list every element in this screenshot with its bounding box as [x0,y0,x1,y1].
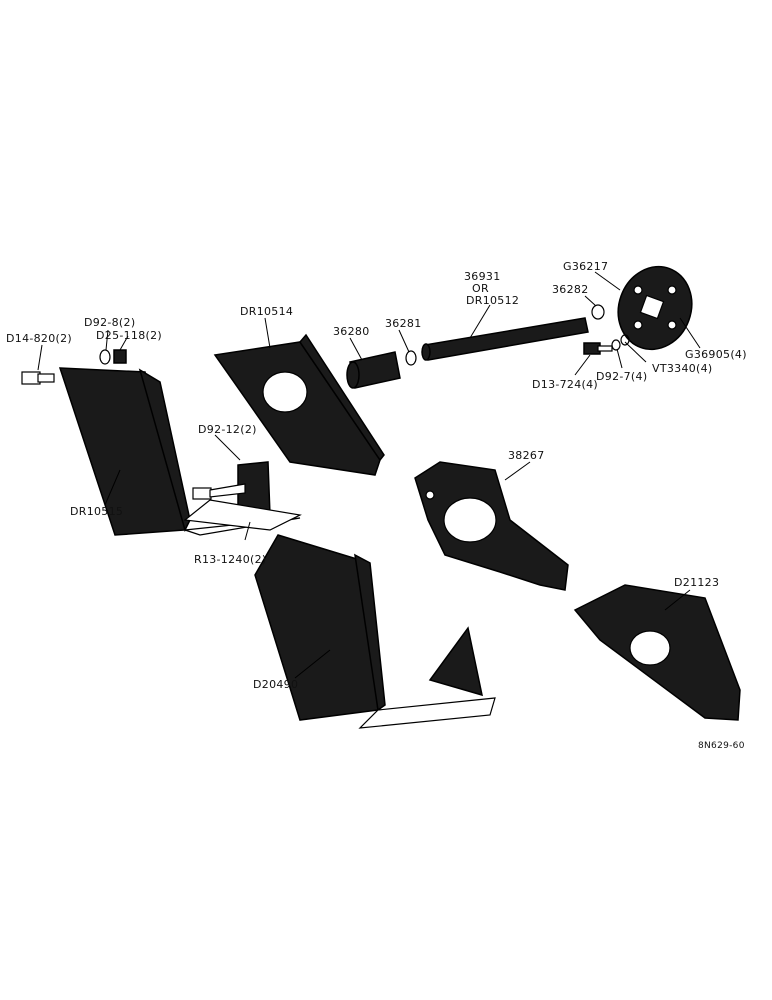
label-or: OR [472,282,489,295]
label-36281: 36281 [385,317,422,330]
label-36931: 36931 [464,270,501,283]
lockwasher-vt3340 [620,334,630,346]
bracket-d20490 [254,534,496,729]
label-dr10512: DR10512 [466,294,519,307]
washer-d92-8 [99,349,111,365]
label-d25-118: D25-118(2) [96,329,162,342]
label-d14-820: D14-820(2) [6,332,72,345]
label-r13-1240: R13-1240(2) [194,553,267,566]
flange-g36217 [617,265,693,351]
label-g36217: G36217 [563,260,608,273]
reference-number: 8N629-60 [698,741,745,751]
snap-ring-36282 [591,304,605,320]
nut-d25-118 [113,349,127,364]
washer-d92-7 [611,339,621,351]
label-d92-8: D92-8(2) [84,316,135,329]
housing-38267 [414,461,569,591]
tab-bracket-r13-1240 [183,461,302,531]
label-d13-724: D13-724(4) [532,378,598,391]
snap-ring-36281 [405,350,417,366]
label-36282: 36282 [552,283,589,296]
plate-dr10514 [213,333,385,476]
bolt-d14-820 [21,371,55,385]
label-36280: 36280 [333,325,370,338]
shaft-36931 [421,317,589,361]
label-d92-7: D92-7(4) [596,370,647,383]
label-g36905: G36905(4) [685,348,747,361]
label-38267: 38267 [508,449,545,462]
label-dr10515: DR10515 [70,505,123,518]
label-d21123: D21123 [674,576,719,589]
bushing-36280 [346,351,401,389]
label-dr10514: DR10514 [240,305,293,318]
label-d92-12: D92-12(2) [198,423,257,436]
label-vt3340: VT3340(4) [652,362,713,375]
bolt-d13-724 [583,342,613,355]
label-d20490: D20490 [253,678,298,691]
plate-d21123 [573,584,741,721]
